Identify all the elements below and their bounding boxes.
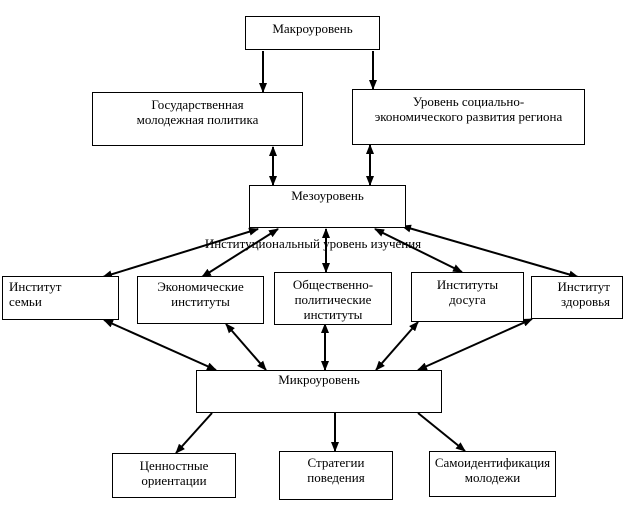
institution-leisure-box: Институты досуга <box>411 272 524 322</box>
arrow-leisure-micro <box>375 321 419 371</box>
outcome-strategies-label: Стратегии поведения <box>307 455 365 485</box>
regional-level-label: Уровень социально- экономического развит… <box>374 94 563 124</box>
micro-level-box: Микроуровень <box>196 370 442 413</box>
outcome-self-identification-label: Самоидентификация молодежи <box>434 455 551 485</box>
outcome-values-label: Ценностные ориентации <box>139 458 209 488</box>
institution-socio-political-label: Общественно- политические институты <box>292 277 374 322</box>
arrow-meso-economic <box>201 228 279 278</box>
outcome-self-identification-box: Самоидентификация молодежи <box>429 451 556 497</box>
meso-level-label: Мезоуровень <box>291 188 364 203</box>
institutional-level-label: Институциональный уровень изучения <box>204 236 422 251</box>
meso-level-box: Мезоуровень <box>249 185 406 228</box>
institution-economic-label: Экономические институты <box>157 279 244 309</box>
institution-health-box: Институт здоровья <box>531 276 623 319</box>
institution-family-box: Институт семьи <box>2 276 119 320</box>
arrow-family-micro <box>103 319 217 371</box>
outcome-values-box: Ценностные ориентации <box>112 453 236 498</box>
arrow-meso-health <box>401 224 579 279</box>
arrow-health-micro <box>417 318 533 371</box>
macro-level-label: Макроуровень <box>272 21 353 36</box>
institution-socio-political-box: Общественно- политические институты <box>274 272 392 325</box>
state-policy-label: Государственная молодежная политика <box>136 97 259 127</box>
micro-level-label: Микроуровень <box>278 372 360 387</box>
institution-economic-box: Экономические институты <box>137 276 264 324</box>
macro-level-box: Макроуровень <box>245 16 380 50</box>
state-policy-box: Государственная молодежная политика <box>92 92 303 146</box>
arrow-micro-to-self-identification <box>417 412 466 452</box>
outcome-strategies-box: Стратегии поведения <box>279 451 393 500</box>
institution-health-label: Институт здоровья <box>557 279 610 309</box>
arrow-micro-to-values <box>175 412 213 454</box>
institution-family-label: Институт семьи <box>9 279 62 309</box>
institution-leisure-label: Институты досуга <box>436 277 499 307</box>
regional-level-box: Уровень социально- экономического развит… <box>352 89 585 145</box>
arrow-economic-micro <box>225 323 267 371</box>
